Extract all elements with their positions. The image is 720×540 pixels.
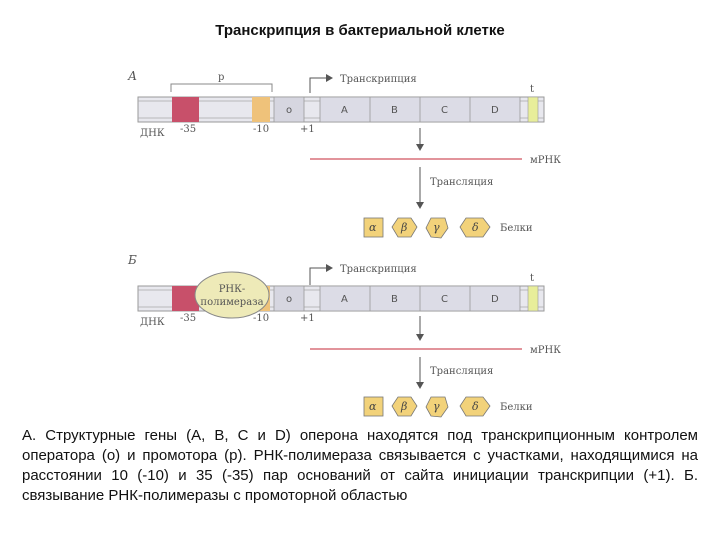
polymerase-label-line2: полимераза bbox=[200, 297, 263, 308]
protein-beta bbox=[391, 217, 418, 238]
operator-label: o bbox=[286, 105, 292, 116]
gene-d: D bbox=[491, 105, 499, 116]
page-title: Транскрипция в бактериальной клетке bbox=[215, 22, 505, 39]
gene-a: A bbox=[341, 105, 348, 116]
operator-region bbox=[273, 285, 305, 312]
minus35-region bbox=[172, 97, 199, 122]
transcription-arrow bbox=[309, 74, 333, 93]
translation-label: Трансляция bbox=[430, 366, 493, 377]
pos-minus35: -35 bbox=[180, 124, 196, 135]
promoter-bracket bbox=[170, 83, 273, 92]
protein-beta bbox=[391, 396, 418, 417]
transcription-arrow bbox=[309, 264, 333, 285]
panel-a-letter: А bbox=[127, 69, 137, 83]
protein-delta bbox=[459, 396, 491, 417]
pos-plus1: +1 bbox=[300, 313, 315, 324]
protein-delta-label: δ bbox=[472, 221, 479, 234]
protein-beta-label: β bbox=[400, 221, 407, 234]
panel-b-letter: Б bbox=[127, 253, 137, 267]
operator-region bbox=[273, 96, 305, 123]
pos-minus35: -35 bbox=[180, 313, 196, 324]
promoter-label: p bbox=[218, 72, 224, 83]
protein-delta-label: δ bbox=[472, 400, 479, 413]
transcription-label: Транскрипция bbox=[340, 74, 417, 85]
dna-label: ДНК bbox=[140, 128, 165, 139]
gene-a: A bbox=[341, 294, 348, 305]
transcription-label: Транскрипция bbox=[340, 264, 417, 275]
translation-label: Трансляция bbox=[430, 177, 493, 188]
protein-alpha-label: α bbox=[369, 400, 377, 413]
terminator-region bbox=[527, 96, 539, 123]
rna-polymerase bbox=[194, 271, 270, 319]
protein-beta-label: β bbox=[400, 400, 407, 413]
pos-plus1: +1 bbox=[300, 124, 315, 135]
protein-gamma-label: γ bbox=[433, 221, 440, 234]
protein-gamma-label: γ bbox=[433, 400, 440, 413]
polymerase-label-line1: РНК- bbox=[219, 284, 246, 295]
mrna-label: мРНК bbox=[530, 155, 561, 166]
protein-alpha bbox=[363, 217, 384, 238]
panel-b: Б Транскрипция o A B C D t РНК- полимера… bbox=[127, 253, 561, 418]
proteins-label: Белки bbox=[500, 402, 533, 413]
figure-caption: А. Структурные гены (А, В, С и D) оперон… bbox=[22, 427, 698, 504]
gene-b: B bbox=[391, 105, 398, 116]
terminator-label: t bbox=[530, 84, 534, 95]
terminator-region bbox=[527, 285, 539, 312]
terminator-label: t bbox=[530, 273, 534, 284]
protein-delta bbox=[459, 217, 491, 238]
mrna-label: мРНК bbox=[530, 345, 561, 356]
gene-b: B bbox=[391, 294, 398, 305]
panel-a: А p Транскрипция o A B C D t ДНК -35 -10… bbox=[127, 69, 561, 239]
dna-label: ДНК bbox=[140, 317, 165, 328]
gene-c: C bbox=[441, 105, 448, 116]
minus35-region bbox=[172, 286, 199, 311]
pos-minus10: -10 bbox=[253, 124, 269, 135]
minus10-region bbox=[252, 97, 270, 122]
gene-c: C bbox=[441, 294, 448, 305]
protein-alpha-label: α bbox=[369, 221, 377, 234]
operator-label: o bbox=[286, 294, 292, 305]
protein-gamma bbox=[425, 217, 449, 239]
protein-gamma bbox=[425, 396, 449, 418]
pos-minus10: -10 bbox=[253, 313, 269, 324]
gene-d: D bbox=[491, 294, 499, 305]
protein-alpha bbox=[363, 396, 384, 417]
proteins-label: Белки bbox=[500, 223, 533, 234]
